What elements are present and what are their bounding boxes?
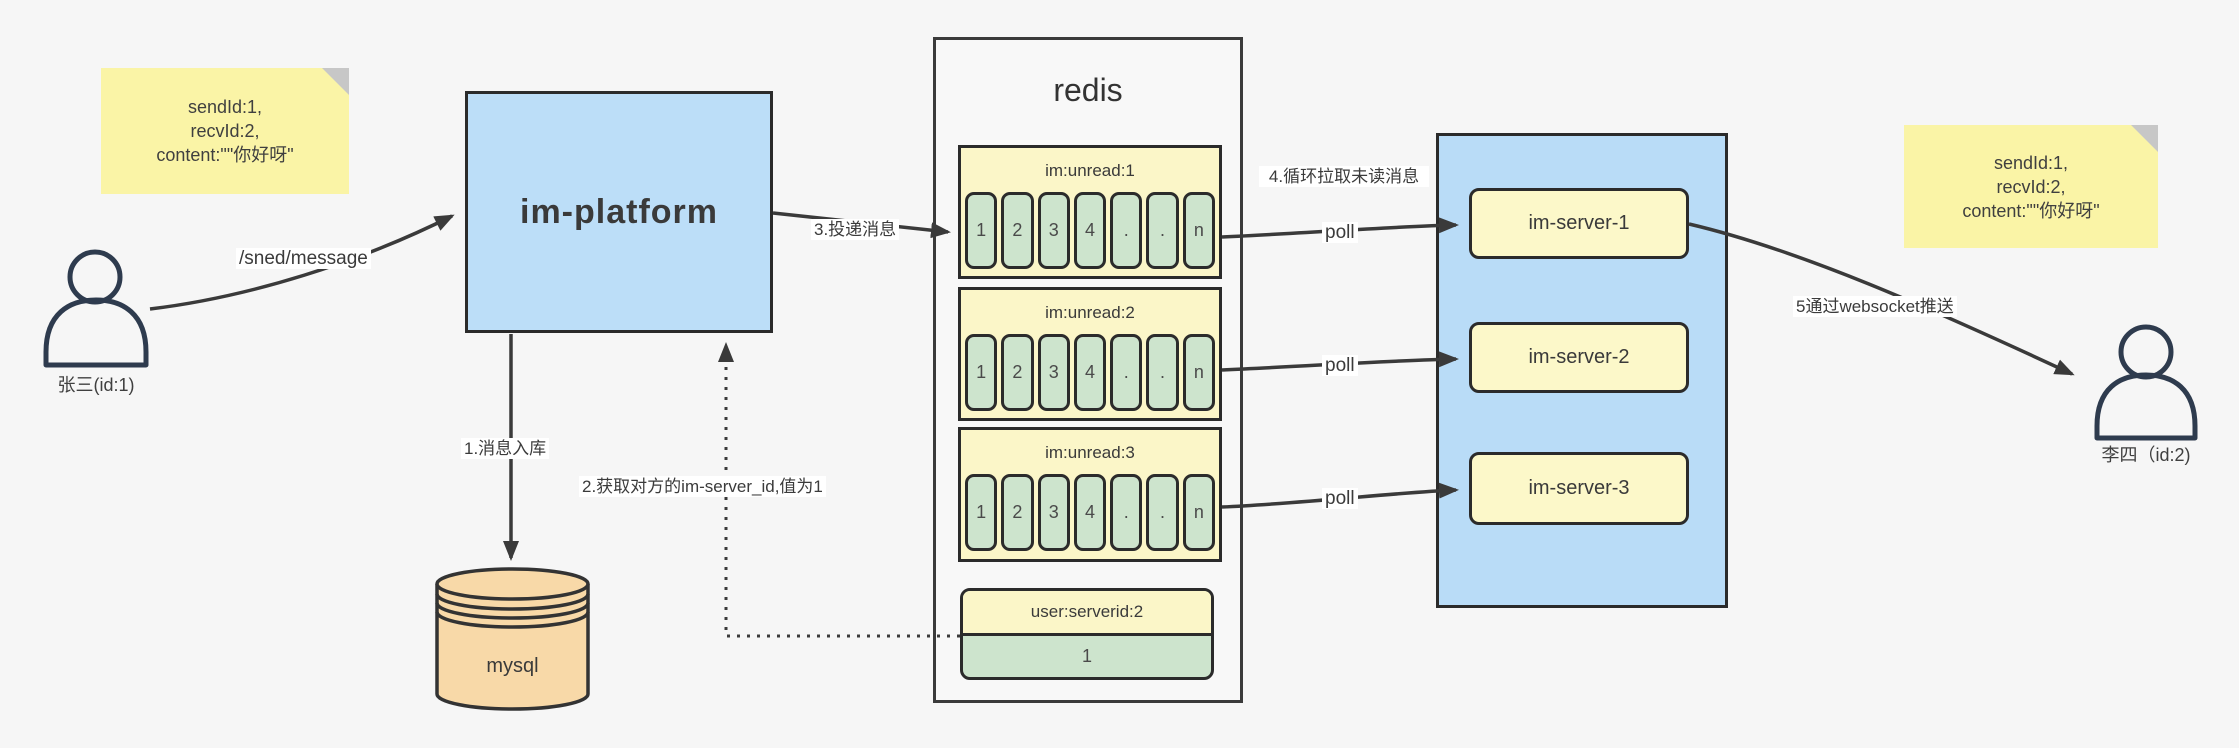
queue-cell: n (1182, 192, 1215, 269)
im-server-2-label: im-server-2 (1528, 346, 1630, 368)
queue-im-unread-2: im:unread:2 1 2 3 4 . . n (958, 287, 1222, 421)
label-poll-2: poll (1322, 355, 1358, 376)
queue-cell: . (1146, 192, 1179, 269)
user-serverid-header: user:serverid:2 (963, 591, 1211, 636)
label-mysql: mysql (486, 655, 539, 677)
queue-cell: 4 (1073, 474, 1107, 551)
sticky-note-right: sendId:1, recvId:2, content:""你好呀" (1904, 125, 2158, 248)
im-platform-box: im-platform (465, 91, 773, 333)
person-sender-icon (43, 249, 149, 368)
queue-im-unread-1: im:unread:1 1 2 3 4 . . n (958, 145, 1222, 279)
queue-cell: n (1182, 474, 1215, 551)
im-server-3-box: im-server-3 (1469, 452, 1689, 525)
im-server-1-box: im-server-1 (1469, 188, 1689, 259)
note-fold-corner-icon (322, 68, 349, 95)
queue-cells: 1 2 3 4 . . n (961, 474, 1219, 551)
queue-cell: . (1110, 474, 1143, 551)
note-line: sendId:1, (1993, 152, 2069, 173)
queue-cell: 3 (1037, 192, 1070, 269)
label-step1: 1.消息入库 (461, 438, 550, 459)
label-step2: 2.获取对方的im-server_id,值为1 (579, 476, 826, 497)
queue-cell: 3 (1037, 474, 1070, 551)
queue-cell: . (1110, 334, 1143, 411)
label-step3: 3.投递消息 (811, 219, 900, 240)
im-server-2-box: im-server-2 (1469, 322, 1689, 393)
queue-im-unread-3: im:unread:3 1 2 3 4 . . n (958, 427, 1222, 562)
queue-cells: 1 2 3 4 . . n (961, 192, 1219, 269)
queue-cell: 2 (1001, 192, 1034, 269)
queue-cells: 1 2 3 4 . . n (961, 334, 1219, 411)
label-poll-1: poll (1322, 222, 1358, 243)
queue-cell: 2 (1001, 334, 1034, 411)
queue-cell: 1 (965, 334, 998, 411)
note-line: recvId:2, (1996, 176, 2066, 197)
database-cylinder-icon (435, 567, 590, 711)
label-sender: 张三(id:1) (57, 375, 135, 395)
queue-cell: 1 (965, 474, 998, 551)
queue-cell: 4 (1073, 334, 1107, 411)
im-platform-label: im-platform (520, 192, 718, 231)
im-server-1-label: im-server-1 (1528, 212, 1630, 234)
note-line: recvId:2, (190, 121, 260, 141)
queue-cell: 4 (1073, 192, 1107, 269)
note-line: sendId:1, (187, 97, 263, 117)
user-serverid-box: user:serverid:2 1 (960, 588, 1214, 680)
queue-cell: n (1182, 334, 1215, 411)
person-receiver-icon (2094, 324, 2198, 441)
label-send-api: /sned/message (236, 248, 371, 269)
user-serverid-value: 1 (1081, 646, 1092, 666)
redis-title: redis (1053, 72, 1123, 108)
note-fold-corner-icon (2131, 125, 2158, 152)
im-server-3-label: im-server-3 (1528, 477, 1630, 499)
sticky-note-left: sendId:1, recvId:2, content:""你好呀" (101, 68, 349, 194)
label-step5: 5通过websocket推送 (1793, 296, 1957, 317)
queue-cell: . (1146, 474, 1179, 551)
queue-cell: 1 (965, 192, 998, 269)
label-poll-3: poll (1322, 488, 1358, 509)
queue-header: im:unread:2 (1045, 303, 1135, 322)
queue-header: im:unread:1 (1045, 161, 1135, 180)
queue-header: im:unread:3 (1045, 443, 1135, 462)
label-step4: 4.循环拉取未读消息 (1259, 166, 1429, 187)
queue-cell: . (1110, 192, 1143, 269)
queue-cell: . (1146, 334, 1179, 411)
note-line: content:""你好呀" (1962, 200, 2100, 221)
queue-cell: 2 (1001, 474, 1034, 551)
note-line: content:""你好呀" (156, 145, 294, 165)
label-receiver: 李四（id:2) (2101, 445, 2191, 465)
queue-cell: 3 (1037, 334, 1070, 411)
